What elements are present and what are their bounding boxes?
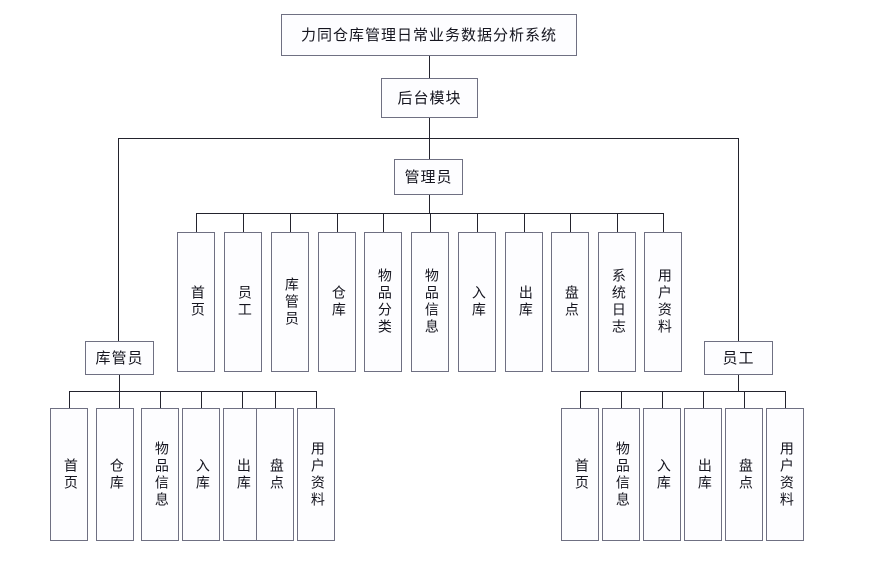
- connector-keeper-child-drop: [69, 391, 70, 408]
- connector-bus-to-staff: [738, 138, 739, 341]
- connector-keeper-child-drop: [160, 391, 161, 408]
- connector-role-bus: [118, 138, 739, 139]
- connector-staff-children-bus: [580, 391, 786, 392]
- node-system-title: 力同仓库管理日常业务数据分析系统: [281, 14, 577, 56]
- node-keeper-item-4: 出库: [223, 408, 261, 541]
- node-staff-item-1: 物品信息: [602, 408, 640, 541]
- connector-keeper-child-drop: [316, 391, 317, 408]
- connector-admin-to-bus: [429, 195, 430, 213]
- node-admin-item-2: 库管员: [271, 232, 309, 372]
- connector-admin-child-drop: [196, 213, 197, 232]
- node-role-admin: 管理员: [394, 159, 463, 195]
- connector-keeper-children-bus: [69, 391, 316, 392]
- connector-admin-child-drop: [243, 213, 244, 232]
- connector-admin-child-drop: [290, 213, 291, 232]
- node-keeper-item-0: 首页: [50, 408, 88, 541]
- connector-keeper-child-drop: [119, 391, 120, 408]
- node-admin-item-5: 物品信息: [411, 232, 449, 372]
- node-staff-item-4: 盘点: [725, 408, 763, 541]
- node-admin-item-3: 仓库: [318, 232, 356, 372]
- connector-bus-to-admin: [429, 138, 430, 159]
- connector-staff-child-drop: [703, 391, 704, 408]
- node-backend-module: 后台模块: [381, 78, 478, 118]
- connector-admin-child-drop: [617, 213, 618, 232]
- node-keeper-item-1: 仓库: [96, 408, 134, 541]
- connector-bus-to-keeper: [118, 138, 119, 341]
- node-admin-item-4: 物品分类: [364, 232, 402, 372]
- node-staff-item-5: 用户资料: [766, 408, 804, 541]
- connector-staff-child-drop: [744, 391, 745, 408]
- node-admin-item-1: 员工: [224, 232, 262, 372]
- node-keeper-item-6: 用户资料: [297, 408, 335, 541]
- node-admin-item-7: 出库: [505, 232, 543, 372]
- connector-staff-child-drop: [662, 391, 663, 408]
- connector-admin-child-drop: [337, 213, 338, 232]
- connector-keeper-child-drop: [275, 391, 276, 408]
- node-keeper-item-5: 盘点: [256, 408, 294, 541]
- connector-keeper-child-drop: [201, 391, 202, 408]
- connector-keeper-to-bus: [119, 375, 120, 391]
- node-role-staff: 员工: [704, 341, 773, 375]
- connector-admin-child-drop: [383, 213, 384, 232]
- node-admin-item-9: 系统日志: [598, 232, 636, 372]
- node-keeper-item-2: 物品信息: [141, 408, 179, 541]
- connector-staff-child-drop: [580, 391, 581, 408]
- node-staff-item-0: 首页: [561, 408, 599, 541]
- node-staff-item-2: 入库: [643, 408, 681, 541]
- connector-admin-child-drop: [430, 213, 431, 232]
- node-keeper-item-3: 入库: [182, 408, 220, 541]
- connector-admin-child-drop: [524, 213, 525, 232]
- node-role-keeper: 库管员: [85, 341, 154, 375]
- node-admin-item-0: 首页: [177, 232, 215, 372]
- node-staff-item-3: 出库: [684, 408, 722, 541]
- connector-admin-child-drop: [570, 213, 571, 232]
- connector-keeper-child-drop: [242, 391, 243, 408]
- node-admin-item-10: 用户资料: [644, 232, 682, 372]
- node-admin-item-8: 盘点: [551, 232, 589, 372]
- connector-staff-child-drop: [621, 391, 622, 408]
- connector-title-to-module: [429, 56, 430, 78]
- connector-admin-child-drop: [663, 213, 664, 232]
- connector-module-to-rolebus: [429, 118, 430, 139]
- connector-admin-child-drop: [477, 213, 478, 232]
- node-admin-item-6: 入库: [458, 232, 496, 372]
- connector-staff-to-bus: [738, 375, 739, 391]
- connector-staff-child-drop: [785, 391, 786, 408]
